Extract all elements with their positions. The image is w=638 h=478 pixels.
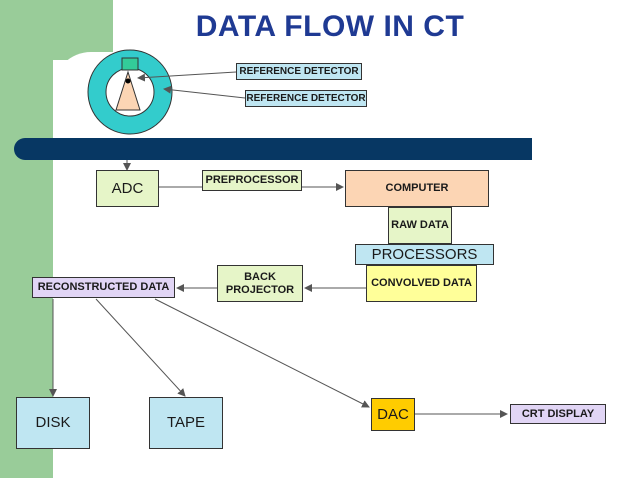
- arrow-ref-detector-2: [163, 85, 246, 99]
- reconstructed-data-box: RECONSTRUCTED DATA: [32, 277, 175, 298]
- focal-spot-dot: [125, 78, 131, 84]
- background-corner: [53, 0, 113, 60]
- raw-data-box: RAW DATA: [388, 207, 452, 244]
- adc-box: ADC: [96, 170, 159, 207]
- reference-detector-1-box: REFERENCE DETECTOR: [236, 63, 362, 80]
- reference-detector-2-box: REFERENCE DETECTOR: [245, 90, 367, 107]
- processors-box: PROCESSORS: [355, 244, 494, 265]
- divider-band: [14, 138, 532, 160]
- dac-box: DAC: [371, 398, 415, 431]
- disk-box: DISK: [16, 397, 90, 449]
- xray-fan-beam: [115, 70, 141, 111]
- back-projector-line-1: BACK: [244, 270, 276, 283]
- arrow-reconstructed-tape: [95, 298, 186, 397]
- back-projector-line-2: PROJECTOR: [225, 283, 295, 296]
- crt-display-box: CRT DISPLAY: [510, 404, 606, 424]
- back-projector-box: BACK PROJECTOR: [217, 265, 303, 302]
- ct-gantry-icon: [87, 49, 173, 135]
- tape-box: TAPE: [149, 397, 223, 449]
- arrow-ref-detector-1: [137, 71, 237, 82]
- page-title: DATA FLOW IN CT: [195, 10, 465, 43]
- computer-box: COMPUTER: [345, 170, 489, 207]
- xray-tube-icon: [121, 57, 139, 71]
- arrow-reconstructed-dac: [154, 298, 370, 408]
- convolved-data-box: CONVOLVED DATA: [366, 265, 477, 302]
- preprocessor-box: PREPROCESSOR: [202, 170, 302, 191]
